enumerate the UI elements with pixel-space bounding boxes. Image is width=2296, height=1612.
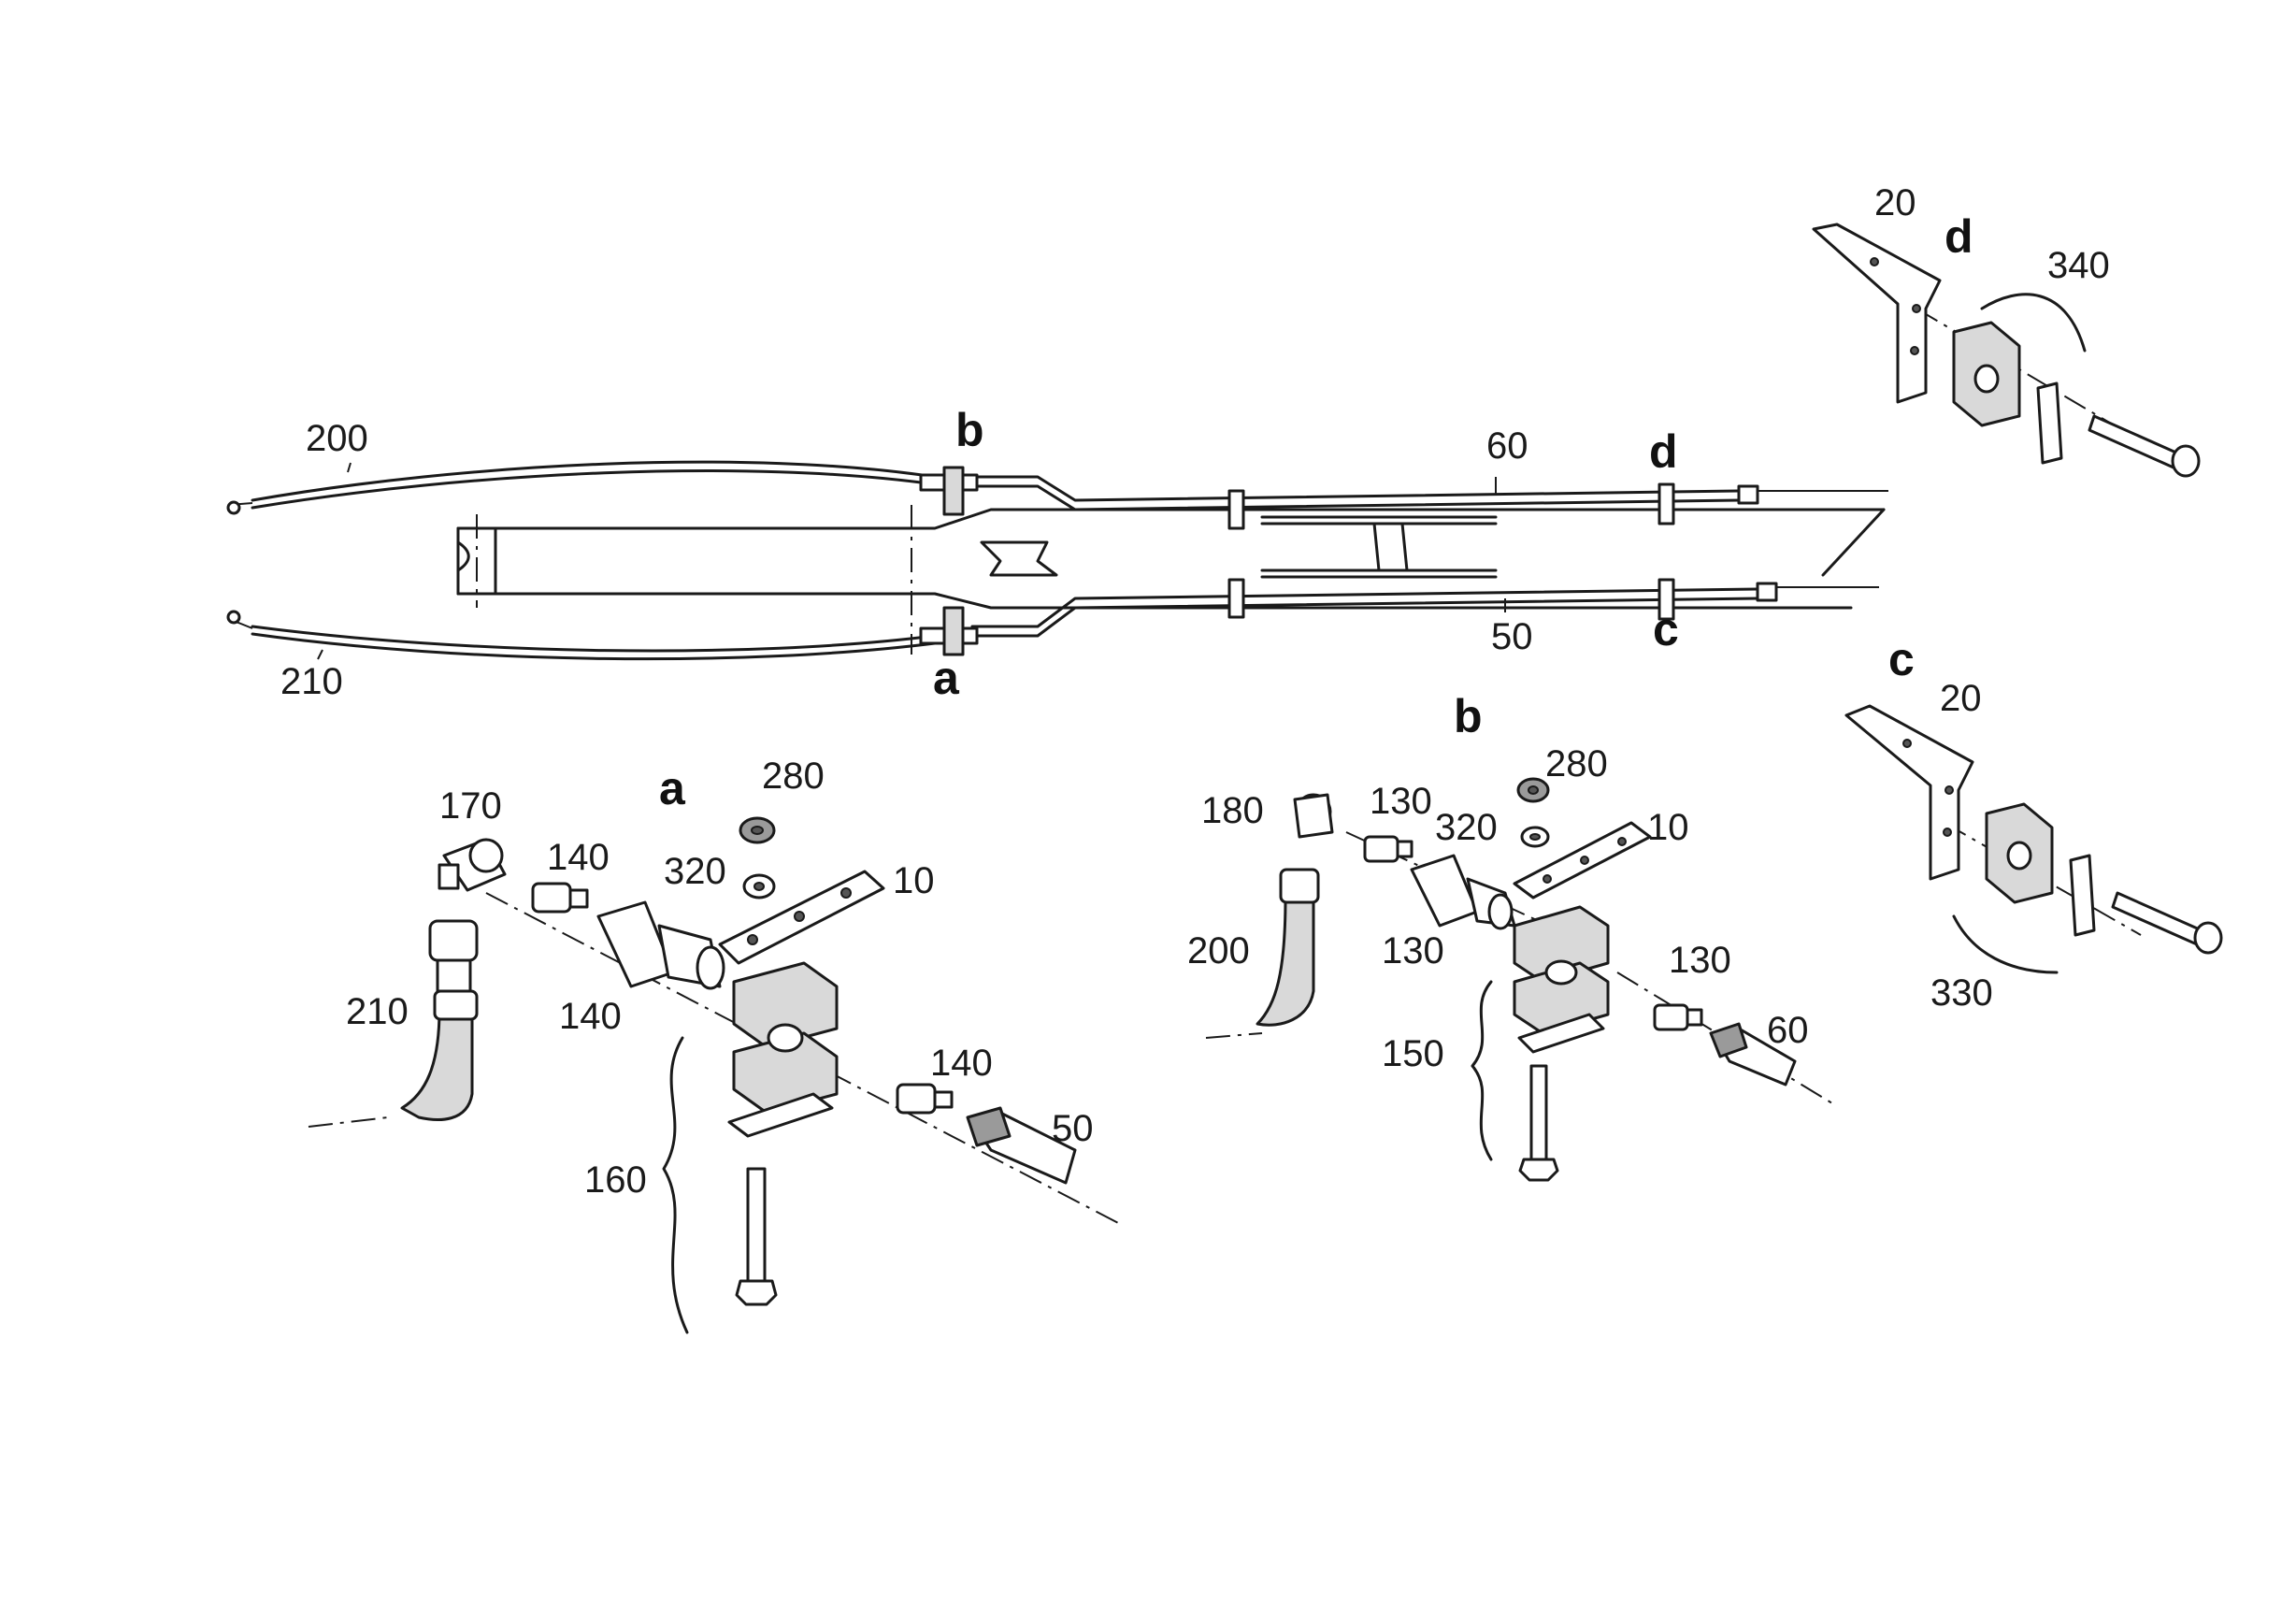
- brace-340: [1980, 293, 2087, 353]
- label-180: 180: [1201, 790, 1264, 831]
- nipple-b: [1363, 835, 1413, 863]
- bolt-c: [2111, 891, 2223, 955]
- label-130-union: 130: [1669, 940, 1731, 981]
- clamp-halves-d: [1952, 321, 2021, 427]
- brace-330: [1952, 914, 2059, 974]
- label-140-nipple: 140: [547, 837, 610, 878]
- bracket-c: [1844, 704, 1974, 881]
- nipple-a: [531, 882, 589, 914]
- line-lower-label: 50: [1491, 616, 1533, 657]
- label-140-adapter: 140: [559, 996, 622, 1037]
- bolt-d: [2088, 414, 2201, 478]
- overview-label-a: a: [933, 652, 960, 704]
- overview-label-c: c: [1653, 603, 1679, 655]
- label-150: 150: [1382, 1033, 1444, 1074]
- label-210: 210: [346, 991, 409, 1032]
- detail-a-title: a: [659, 762, 686, 814]
- label-280-b: 280: [1545, 743, 1608, 784]
- label-200: 200: [1187, 930, 1250, 972]
- label-330: 330: [1930, 972, 1993, 1014]
- line-clip-upper-mid: [1227, 489, 1245, 530]
- clamp-plate-d: [2036, 381, 2063, 465]
- detail-b-title: b: [1454, 690, 1483, 742]
- junction-clamp-a: [919, 606, 979, 656]
- hose-fitting-b: [1256, 868, 1320, 1027]
- label-160: 160: [584, 1159, 647, 1201]
- label-20-c: 20: [1940, 678, 1982, 719]
- hose-lower: [226, 610, 937, 661]
- elbow-fitting-b: [1293, 793, 1334, 839]
- brace-160: [662, 1036, 689, 1334]
- hose-fitting-a: [400, 919, 479, 1121]
- adapter-b: [1410, 854, 1516, 930]
- adapter-a: [596, 900, 725, 990]
- label-130-nipple: 130: [1370, 781, 1432, 822]
- junction-clamp-c: [1657, 578, 1675, 621]
- detail-b: b 180 200 130 130 280 320 10 150 130 60: [1187, 690, 1833, 1182]
- pipe-b: [1709, 1022, 1797, 1087]
- junction-clamp-d: [1657, 482, 1675, 525]
- label-60: 60: [1767, 1010, 1809, 1051]
- brace-150: [1471, 980, 1493, 1161]
- frame-boom: [456, 490, 1888, 655]
- label-320: 320: [664, 851, 726, 892]
- clamp-halves-b: [1513, 905, 1610, 1035]
- detail-a: a 170 210 140 140 280 320 10 160 140 50: [308, 756, 1123, 1334]
- washer-a: [742, 873, 776, 900]
- label-320-b: 320: [1435, 807, 1498, 848]
- brake-lines: [970, 475, 1778, 638]
- label-20-d: 20: [1874, 182, 1916, 223]
- clamp-lower-plate-b: [1517, 1013, 1605, 1054]
- detail-d: 20 d 340: [1812, 182, 2201, 478]
- label-130-adapter: 130: [1382, 930, 1444, 972]
- hose-upper-label: 200: [306, 418, 368, 459]
- nut-a: [739, 816, 776, 844]
- label-10-b: 10: [1647, 807, 1689, 848]
- nut-b: [1516, 777, 1550, 803]
- label-170: 170: [439, 785, 502, 827]
- detail-c: c 20 330: [1844, 633, 2223, 1014]
- bolt-b: [1518, 1064, 1559, 1182]
- clamp-lower-plate-a: [727, 1092, 834, 1138]
- line-clip-lower-mid: [1227, 578, 1245, 619]
- clamp-plate-b: [1513, 821, 1652, 900]
- pipe-a: [966, 1106, 1077, 1185]
- label-340: 340: [2047, 245, 2110, 286]
- washer-b: [1520, 826, 1550, 848]
- union-b: [1653, 1003, 1703, 1031]
- overview-assembly: b a d c 200 210 60 50: [226, 404, 1888, 704]
- clamp-plate-c: [2069, 854, 2096, 937]
- label-50: 50: [1052, 1108, 1094, 1149]
- label-280: 280: [762, 756, 825, 797]
- bracket-d: [1812, 223, 1942, 404]
- label-10: 10: [893, 860, 935, 901]
- hose-lower-label: 210: [280, 661, 343, 702]
- overview-label-b: b: [955, 404, 984, 456]
- junction-clamp-b: [919, 466, 979, 516]
- clamp-halves-a: [732, 961, 839, 1115]
- overview-label-d: d: [1649, 425, 1678, 478]
- clamp-plate-a: [718, 870, 885, 965]
- detail-c-title: c: [1888, 633, 1915, 685]
- line-upper-label: 60: [1486, 425, 1528, 467]
- elbow-fitting-a: [438, 838, 507, 892]
- union-a: [896, 1083, 954, 1115]
- clamp-halves-c: [1985, 802, 2054, 904]
- hose-upper: [226, 460, 937, 515]
- label-140-union: 140: [930, 1043, 993, 1084]
- bolt-a: [735, 1167, 778, 1306]
- detail-d-title: d: [1944, 210, 1973, 263]
